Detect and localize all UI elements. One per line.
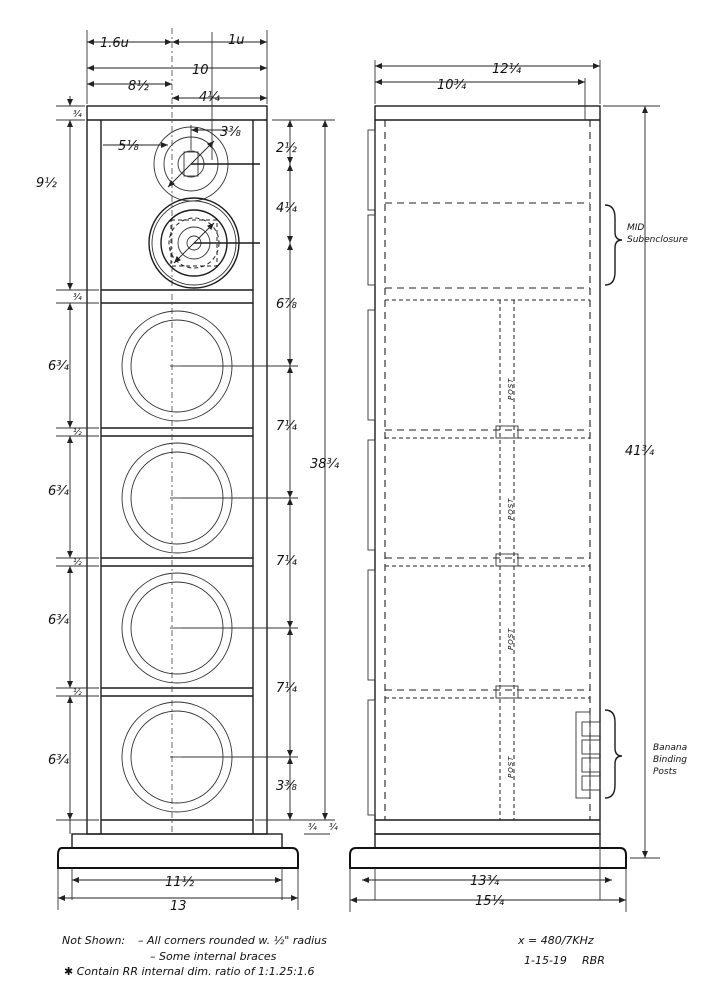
banana-binding-posts <box>575 711 601 799</box>
note-not-shown: Not Shown: <box>62 934 125 947</box>
dim-tw-mid: 4¼ <box>276 201 297 216</box>
midrange <box>148 197 260 289</box>
dim-bottom-thickness: ¾ <box>308 823 317 833</box>
dim-shelf-thickness-3: ½ <box>73 558 82 568</box>
note-date: 1-15-19 <box>524 954 567 967</box>
banana-label-line2: Binding <box>653 755 687 765</box>
mid-label-line2: Subenclosure <box>627 235 688 245</box>
note-line2: – Some internal braces <box>150 950 277 963</box>
front-plinth-top <box>71 833 283 849</box>
dim-front-top-right: 1u <box>228 33 245 48</box>
post-label-3: POST <box>507 628 515 650</box>
dim-bottom-gap: 3⅜ <box>276 779 297 794</box>
dim-tweeter-offset: 3⅜ <box>220 125 241 140</box>
mid-label-line1: MID <box>627 223 644 233</box>
dim-woofer3-woofer4: 7¼ <box>276 681 297 696</box>
dim-front-half-width: 4¼ <box>199 90 220 105</box>
dim-top-gap: 2½ <box>276 141 297 156</box>
tweeter <box>153 126 260 202</box>
dim-side-inner-depth: 10¾ <box>437 78 467 93</box>
binding-posts-brace <box>604 709 623 799</box>
dim-side-base-inner: 13¾ <box>470 874 500 889</box>
post-label-1: POST <box>507 378 515 400</box>
dim-left-mid-height: 9½ <box>36 176 57 191</box>
front-view: 1.6u 1u 10 8½ 4¼ 5⅛ 3⅜ 2½ 4¼ 6⅞ 7¼ 7¼ 7¼… <box>36 28 340 914</box>
front-base <box>57 847 299 869</box>
dim-front-base-outer: 13 <box>170 899 187 914</box>
side-view: 12¼ 10¾ 41¾ 13¾ 15¼ MID Subenclosure Ban… <box>329 60 688 912</box>
post-label-4: POST <box>507 756 515 778</box>
dim-side-bottom-thickness: ¾ <box>329 823 338 833</box>
dim-top-thickness: ¾ <box>73 110 82 120</box>
note-line3: ✱ Contain RR internal dim. ratio of 1:1.… <box>64 965 314 978</box>
dim-left-panel-2: 6¾ <box>48 484 69 499</box>
dim-left-panel-4: 6¾ <box>48 753 69 768</box>
dim-woofer1-woofer2: 7¼ <box>276 419 297 434</box>
dim-shelf-thickness-1: ¾ <box>73 293 82 303</box>
banana-label-line3: Posts <box>653 767 677 777</box>
dim-front-top-offset: 1.6u <box>100 36 129 51</box>
dim-shelf-thickness-4: ½ <box>73 688 82 698</box>
side-base <box>349 847 627 869</box>
dim-left-panel-1: 6¾ <box>48 359 69 374</box>
post-label-2: POST <box>507 498 515 520</box>
dim-side-total-height: 41¾ <box>625 444 655 459</box>
dim-left-panel-3: 6¾ <box>48 613 69 628</box>
note-initials: RBR <box>582 954 605 967</box>
dim-shelf-thickness-2: ½ <box>73 428 82 438</box>
dim-side-base-outer: 15¼ <box>475 894 505 909</box>
dim-woofer2-woofer3: 7¼ <box>276 554 297 569</box>
dim-front-base-inner: 11½ <box>165 875 195 890</box>
note-line1: – All corners rounded w. ½" radius <box>138 934 327 947</box>
notes: Not Shown: – All corners rounded w. ½" r… <box>62 934 605 978</box>
mid-subenclosure-brace <box>604 204 623 286</box>
dim-side-depth: 12¼ <box>492 62 522 77</box>
dim-woofer-diam: 5⅛ <box>118 139 139 154</box>
dim-front-width: 10 <box>192 63 209 78</box>
note-crossover: x = 480/7KHz <box>517 934 594 947</box>
dim-front-total-height: 38¾ <box>310 457 340 472</box>
banana-label-line1: Banana <box>653 743 687 753</box>
dim-mid-woofer1: 6⅞ <box>276 297 297 312</box>
dim-front-center-offset: 8½ <box>128 79 149 94</box>
side-outer-panel <box>374 105 601 835</box>
